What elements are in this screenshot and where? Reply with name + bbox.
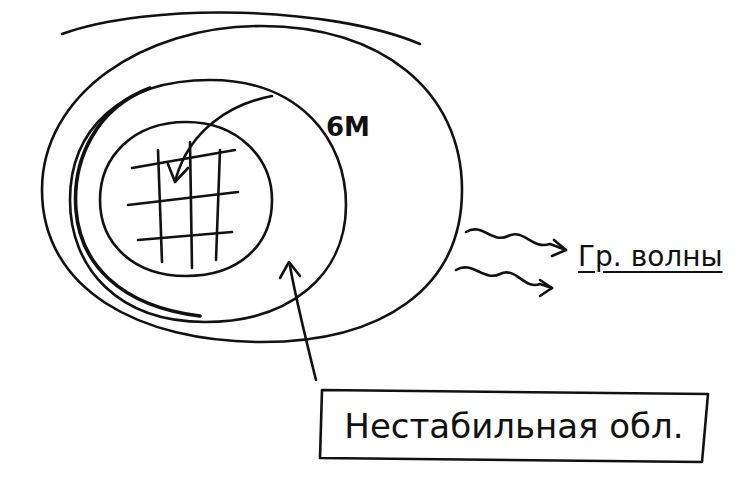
arrow-head	[280, 262, 300, 278]
box-text: Нестабильная обл.	[344, 406, 683, 446]
grid-lines	[128, 150, 238, 240]
grid-lines	[158, 142, 220, 268]
outer-arc	[62, 12, 420, 44]
arrow-line	[176, 96, 272, 178]
mass-label: 6M	[326, 112, 370, 142]
arrow-head	[168, 164, 188, 182]
wave-arrow	[466, 229, 566, 250]
middle-oval	[70, 80, 346, 322]
leader-arrow	[290, 266, 316, 380]
wave-arrow	[456, 267, 552, 288]
outer-oval	[42, 26, 462, 342]
inner-circle	[100, 122, 272, 276]
arrow-head	[540, 280, 552, 296]
arrow-head	[552, 240, 566, 256]
wave-label: Гр. волны	[578, 240, 723, 273]
note-box: Нестабильная обл.	[318, 388, 710, 464]
